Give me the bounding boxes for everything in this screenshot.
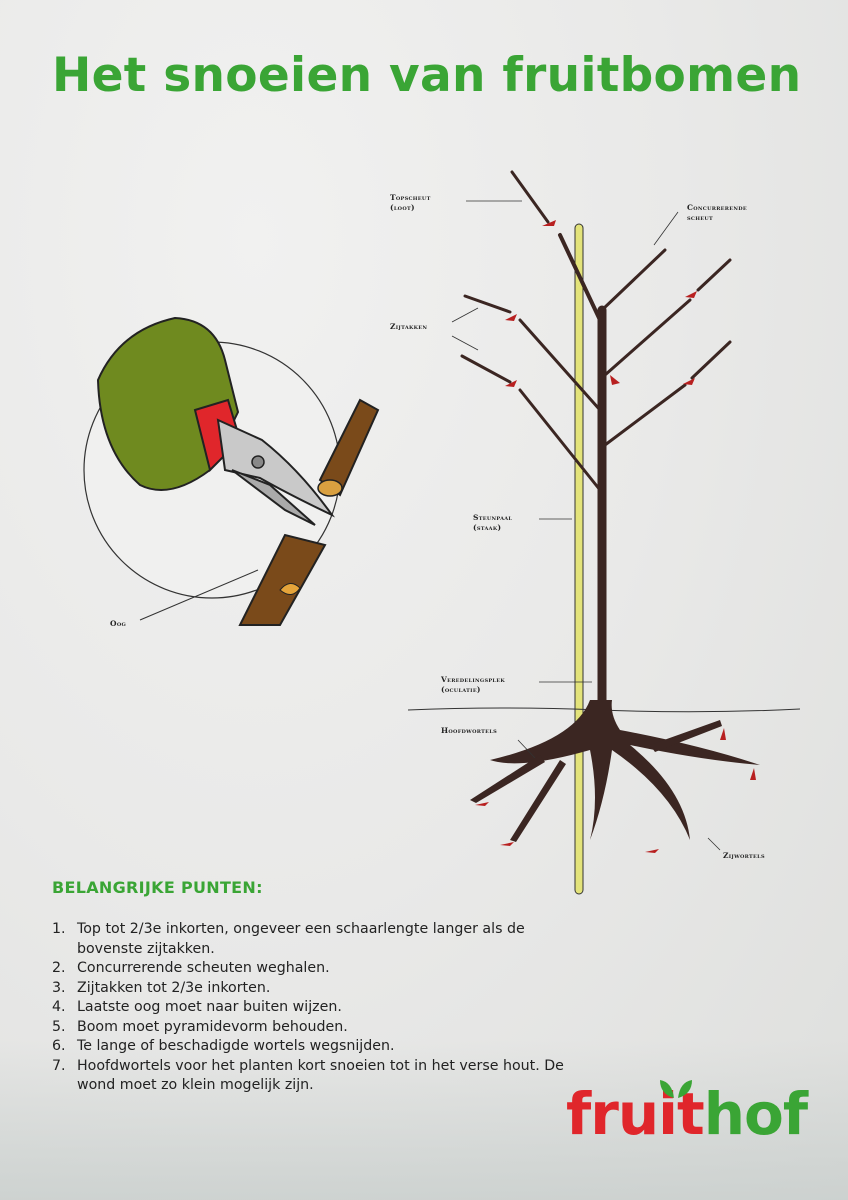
pruning-detail-circle [83,316,380,626]
cut-marks [475,220,756,853]
list-item: 6.Te lange of beschadigde wortels wegsni… [52,1038,395,1054]
tree [460,170,732,705]
leaf-icon [660,1080,692,1098]
list-item: 1.Top tot 2/3e inkorten, ongeveer een sc… [52,921,525,957]
list-item: 5.Boom moet pyramidevorm behouden. [52,1018,348,1035]
label-topscheut: Topscheut(loot) [390,193,431,212]
glove-icon [96,316,240,491]
key-points-heading: BELANGRIJKE PUNTEN: [52,878,263,897]
branch-lower [238,533,327,626]
list-item: 4.Laatste oog moet naar buiten wijzen. [52,999,342,1015]
page-title: Het snoeien van fruitbomen [52,48,802,103]
label-zijwortels: Zijwortels [723,851,765,860]
label-steunpaal: Steunpaal(staak) [473,513,513,532]
leader-lines [451,200,721,851]
list-item: 3.Zijtakken tot 2/3e inkorten. [52,979,271,996]
label-oog: Oog [110,619,127,628]
shears-icon [216,418,336,518]
label-zijtakken: Zijtakken [390,322,428,331]
fruithof-logo: fruithof [566,1080,808,1148]
stake [574,223,584,895]
list-item: 2.Concurrerende scheuten weghalen. [52,960,330,976]
background-fog [0,1040,848,1200]
roots [470,700,760,842]
key-points-list: 1.Top tot 2/3e inkorten, ongeveer een sc… [52,920,572,1096]
label-hoofdwortels: Hoofdwortels [441,726,497,735]
list-item: 7.Hoofdwortels voor het planten kort sno… [52,1057,564,1094]
label-veredelingsplek: Veredelingsplek(oculatie) [441,675,505,694]
